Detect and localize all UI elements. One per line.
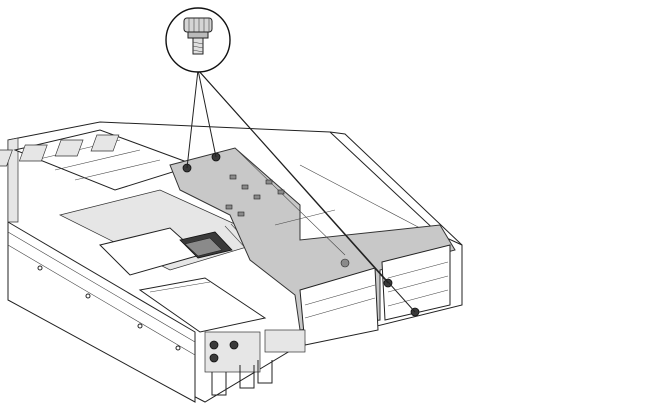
motherboard-area [58,189,287,333]
rear-io [204,329,306,396]
thumbscrew-icon [183,17,213,55]
expansion-slots [299,244,451,346]
fan-bay [0,129,197,191]
callout-leader-lines [186,69,416,313]
thumbscrew-callout [165,7,231,73]
riser-bracket [169,147,456,331]
